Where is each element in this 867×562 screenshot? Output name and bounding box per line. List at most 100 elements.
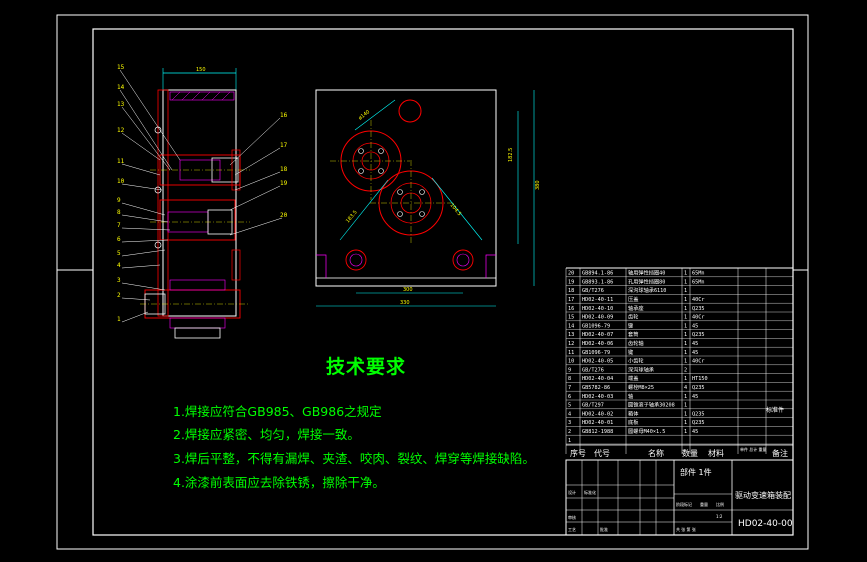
parts-cell-material: 45	[692, 341, 698, 347]
dim-angled-3: 104.5	[448, 202, 462, 217]
purchased-label: 标准件	[766, 406, 784, 414]
parts-cell-qty: 1	[684, 411, 687, 417]
parts-cell-name: 轴用弹性挡圈40	[628, 269, 665, 277]
parts-cell-material: Q235	[692, 332, 705, 338]
parts-cell-material: 65Mn	[692, 271, 705, 277]
parts-cell-material: Q235	[692, 411, 705, 417]
parts-cell-material: 40Cr	[692, 359, 705, 365]
parts-cell-code: GB1096-79	[582, 350, 610, 356]
parts-cell-code: HD02-40-09	[582, 315, 613, 321]
parts-cell-no: 10	[568, 359, 574, 365]
balloon-10: 10	[117, 178, 125, 185]
balloon-11: 11	[117, 158, 125, 165]
tech-requirements-title: 技术要求	[326, 356, 407, 378]
balloon-8: 8	[117, 209, 121, 216]
section-view: 150	[140, 67, 250, 339]
parts-cell-material: 40Cr	[692, 315, 705, 321]
parts-cell-no: 12	[568, 341, 574, 347]
parts-cell-no: 16	[568, 306, 574, 312]
parts-cell-name: 深沟球轴承6110	[628, 286, 666, 294]
parts-cell-name: 齿轮	[628, 313, 638, 321]
dim-height-inner: 182.5	[508, 148, 514, 162]
dim-angled-2: 183.5	[345, 209, 359, 224]
parts-cell-name: 压盖	[628, 295, 638, 303]
header-weight: 单件 总计 重量	[740, 446, 767, 452]
requirement-4: 4.涂漆前表面应去除铁锈，擦除干净。	[173, 475, 385, 490]
parts-cell-no: 20	[568, 271, 574, 277]
parts-cell-no: 2	[568, 429, 571, 435]
parts-cell-qty: 1	[684, 350, 687, 356]
parts-cell-no: 18	[568, 288, 574, 294]
parts-cell-name: 孔用弹性挡圈80	[628, 277, 665, 285]
label-standard: 标准化	[584, 489, 596, 495]
parts-cell-code: GB894.1-86	[582, 271, 613, 277]
parts-cell-no: 4	[568, 411, 571, 417]
parts-cell-no: 19	[568, 279, 574, 285]
balloon-13: 13	[117, 101, 125, 108]
parts-cell-no: 9	[568, 367, 571, 373]
outer-frame	[56, 14, 809, 550]
parts-cell-qty: 1	[684, 359, 687, 365]
balloon-15: 15	[117, 64, 125, 71]
parts-cell-name: 小齿轮	[628, 357, 644, 365]
balloon-14: 14	[117, 84, 125, 91]
parts-cell-code: HD02-40-01	[582, 420, 613, 426]
label-stage: 阶段标记	[676, 501, 692, 507]
parts-cell-qty: 1	[684, 403, 687, 409]
header-remark: 备注	[772, 448, 788, 458]
parts-cell-material: 45	[692, 429, 698, 435]
parts-cell-code: GB893.1-86	[582, 279, 613, 285]
parts-cell-name: 轴承座	[628, 304, 644, 312]
parts-cell-qty: 1	[684, 420, 687, 426]
balloon-12: 12	[117, 127, 125, 134]
requirement-3: 3.焊后平整，不得有漏焊、夹渣、咬肉、裂纹、焊穿等焊接缺陷。	[173, 451, 535, 466]
balloon-4: 4	[117, 262, 121, 269]
drawing-title: 驱动变速箱装配	[735, 490, 791, 500]
balloon-19: 19	[280, 180, 288, 187]
parts-cell-no: 13	[568, 332, 574, 338]
scale-value: 1:2	[716, 514, 723, 519]
parts-cell-code: HD02-40-10	[582, 306, 613, 312]
parts-cell-material: Q235	[692, 385, 705, 391]
dim-bottom-outer: 330	[400, 300, 410, 306]
parts-cell-qty: 2	[684, 367, 687, 373]
parts-cell-no: 15	[568, 315, 574, 321]
parts-cell-material: Q235	[692, 420, 705, 426]
parts-cell-qty: 1	[684, 315, 687, 321]
part-count: 部件 1件	[680, 467, 712, 477]
parts-cell-name: 圆螺母M40×1.5	[628, 427, 665, 435]
balloon-17: 17	[280, 142, 288, 149]
parts-cell-material: 45	[692, 323, 698, 329]
parts-cell-code: HD02-40-07	[582, 332, 613, 338]
balloon-18: 18	[280, 166, 288, 173]
label-sheets: 共 张 第 张	[676, 526, 696, 532]
front-view: 183.5 104.5 ø140 182.5 380 300 330	[315, 89, 541, 307]
requirement-1: 1.焊接应符合GB985、GB986之规定	[173, 404, 382, 419]
parts-cell-no: 5	[568, 403, 571, 409]
parts-cell-material: 45	[692, 350, 698, 356]
parts-cell-name: 螺栓M8×25	[628, 383, 654, 391]
balloon-2: 2	[117, 292, 121, 299]
label-scale: 比例	[716, 501, 724, 507]
parts-cell-material: Q235	[692, 306, 705, 312]
parts-cell-qty: 1	[684, 288, 687, 294]
label-weight: 重量	[700, 501, 708, 507]
parts-cell-qty: 4	[684, 385, 687, 391]
dim-bottom-inner: 300	[403, 287, 413, 293]
balloon-6: 6	[117, 236, 121, 243]
balloon-7: 7	[117, 222, 121, 229]
parts-cell-name: 端盖	[628, 374, 638, 382]
requirement-2: 2.焊接应紧密、均匀，焊接一致。	[173, 427, 360, 442]
parts-cell-name: 底板	[628, 418, 639, 426]
parts-cell-no: 1	[568, 438, 571, 444]
parts-cell-qty: 1	[684, 297, 687, 303]
parts-cell-material: 40Cr	[692, 297, 705, 303]
parts-cell-code: HD02-40-04	[582, 376, 613, 382]
label-process: 工艺	[568, 527, 576, 532]
parts-cell-code: HD02-40-03	[582, 394, 613, 400]
dim-top-section: 150	[196, 67, 206, 73]
parts-cell-code: HD02-40-02	[582, 411, 613, 417]
parts-cell-qty: 1	[684, 332, 687, 338]
